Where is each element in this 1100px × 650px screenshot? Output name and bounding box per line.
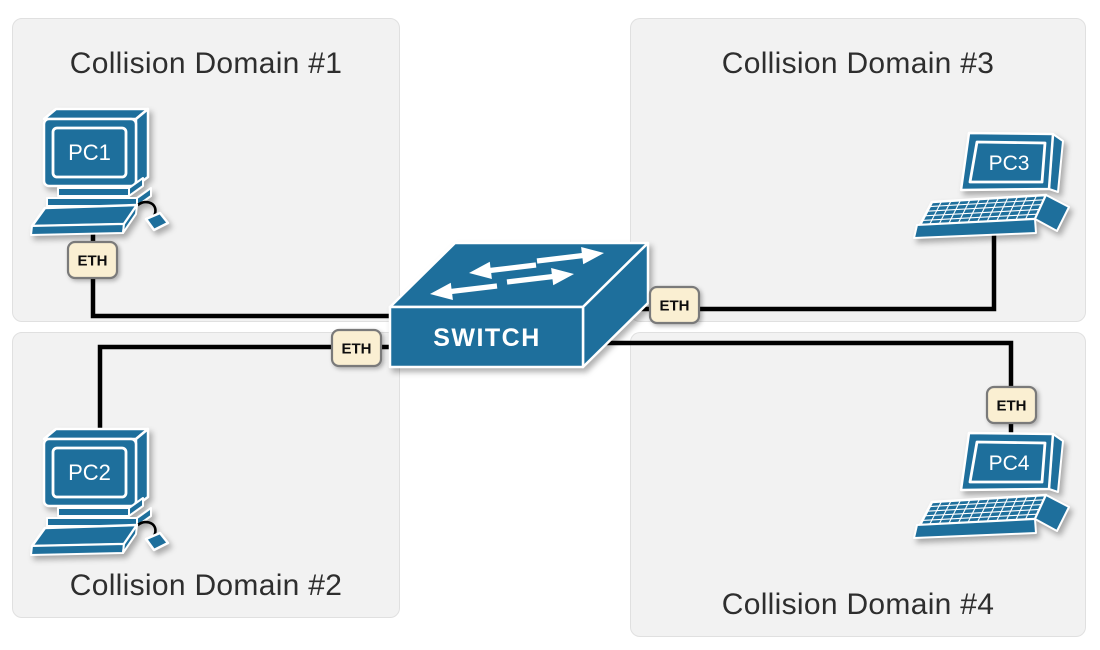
switch-arrows-icon xyxy=(430,247,604,300)
ethernet-cable-pc4 xyxy=(597,340,1014,434)
pc1-desktop-icon: PC1 xyxy=(29,107,170,237)
eth-port-badge-pc2-label: ETH xyxy=(342,341,372,358)
switch-front-face xyxy=(388,305,585,369)
pc4-label: PC4 xyxy=(989,452,1030,475)
pc3-laptop-icon: PC3 xyxy=(912,131,1071,240)
pc4-laptop-icon: PC4 xyxy=(912,431,1071,540)
ethernet-cable-pc1 xyxy=(90,230,395,319)
eth-port-badge-pc4-label: ETH xyxy=(997,398,1027,415)
collision-domain-2-title: Collision Domain #2 xyxy=(69,569,343,602)
ethernet-cable-pc2 xyxy=(97,344,395,434)
switch-label: SWITCH xyxy=(433,324,541,352)
collision-domain-4-title: Collision Domain #4 xyxy=(721,588,995,621)
pc1-label: PC1 xyxy=(68,140,111,165)
network-switch-icon: SWITCH xyxy=(388,241,650,369)
eth-port-badge-pc3: ETH xyxy=(648,285,701,325)
collision-domain-1-title: Collision Domain #1 xyxy=(69,47,343,80)
eth-port-badge-pc4: ETH xyxy=(985,385,1038,425)
ethernet-cable-pc3 xyxy=(638,225,997,312)
collision-domain-2-box: Collision Domain #2 xyxy=(12,332,400,618)
pc3-label: PC3 xyxy=(989,152,1030,175)
pc2-desktop-icon: PC2 xyxy=(29,427,170,557)
pc2-label: PC2 xyxy=(68,460,111,485)
eth-port-badge-pc1: ETH xyxy=(66,240,119,280)
collision-domain-3-box: Collision Domain #3 xyxy=(630,18,1086,322)
eth-port-badge-pc1-label: ETH xyxy=(78,253,108,270)
eth-port-badge-pc3-label: ETH xyxy=(660,298,690,315)
eth-port-badge-pc2: ETH xyxy=(330,328,383,368)
collision-domain-3-title: Collision Domain #3 xyxy=(721,47,995,80)
